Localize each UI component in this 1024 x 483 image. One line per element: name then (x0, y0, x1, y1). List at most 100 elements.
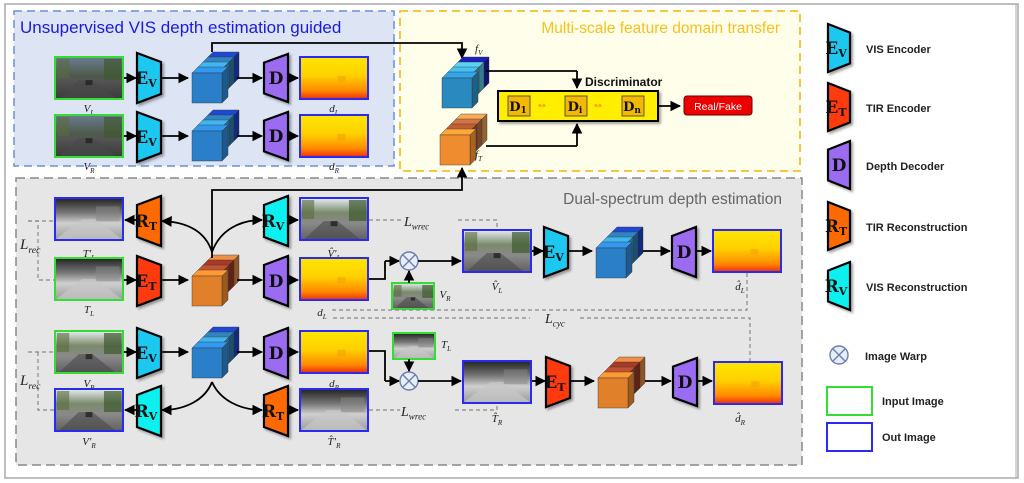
image-v-r-prime-border (54, 388, 124, 432)
decoder-bottom: D (262, 110, 290, 162)
decoder-dual-bottom-label: D (269, 344, 284, 364)
image-t-l-prime (54, 197, 124, 241)
vis-encoder-cycle-shape (542, 225, 570, 279)
image-d-r-2 (299, 330, 369, 374)
real-fake-output: Real/Fake (683, 95, 753, 116)
legend-item-input-image-box-icon (826, 386, 873, 416)
legend-item-tir-reconstruction-icon-shape (826, 200, 852, 252)
vis-guided-title: Unsupervised VIS depth estimation guided (20, 18, 341, 37)
loss-line-rec-b2 (37, 352, 54, 411)
legend-item-vis-reconstruction-icon: RV (825, 260, 852, 312)
image-warp-top (399, 251, 419, 271)
label-d-l-2: dL (317, 307, 327, 321)
image-d-l-border (299, 56, 369, 100)
image-d-r-hat (713, 361, 783, 405)
legend-item-input-image-box-label: Input Image (882, 396, 944, 408)
vis-recon-bottom-shape (135, 384, 163, 438)
loss-line-cyc-top (332, 273, 748, 311)
feature-stack-fv (441, 56, 490, 109)
decoder-dual-bottom: D (262, 326, 290, 380)
legend-item-depth-decoder-icon: D (826, 139, 852, 191)
decoder-mid-top-shape (262, 254, 290, 308)
vis-encoder-dual: EV (135, 326, 163, 380)
legend-item-vis-encoder-label: VIS Encoder (866, 44, 932, 56)
image-warp-bottom (399, 371, 419, 391)
discriminator-dots: •• (538, 100, 546, 112)
image-v-r-2 (54, 330, 124, 374)
image-t-r-hat-prime-border (299, 388, 369, 432)
image-v-r-2-border (54, 330, 124, 374)
tir-recon-top: RT (135, 194, 163, 248)
image-d-l-content (300, 57, 368, 99)
image-t-r-hat-border (462, 360, 532, 404)
vis-recon-bottom: RV (135, 384, 163, 438)
tir-encoder-cycle: ET (544, 355, 572, 409)
arrow-fv-transfer (211, 42, 468, 60)
image-d-l-2-border (299, 257, 369, 301)
decoder-top-label: D (269, 69, 284, 89)
legend-item-out-image-box-icon (826, 422, 873, 452)
image-d-l (299, 56, 369, 100)
image-v-r-small-border (391, 282, 435, 310)
tir-recon-top-shape (135, 194, 163, 248)
decoder-cycle-bottom-label: D (678, 373, 693, 393)
label-f-v: fV (475, 43, 484, 57)
decoder-cycle-top-label: D (677, 243, 692, 263)
label-t-r-hat: T̂R (492, 412, 503, 427)
arrow-feat-rv-bottom (160, 381, 213, 416)
discriminator-title: Discriminator (585, 75, 663, 89)
label-v-r-2: VR (83, 378, 95, 392)
decoder-bottom-shape (262, 110, 290, 162)
arrow-feat-rt (160, 216, 213, 253)
line-dl-warp (369, 261, 386, 280)
image-t-l-small (392, 332, 436, 360)
image-d-r-2-content (300, 331, 368, 373)
image-v-r-prime (54, 388, 124, 432)
legend-item-vis-reconstruction-icon-shape (826, 260, 852, 312)
image-d-r-2-border (299, 330, 369, 374)
vis-encoder-dual-shape (135, 326, 163, 380)
label-v-r-small: VR (439, 289, 451, 303)
vis-encoder-top: EV (135, 51, 163, 105)
loss-line-wrec-b2 (455, 403, 498, 411)
loss-line-rec-top (28, 220, 54, 281)
loss-line-wrec-top2 (458, 219, 498, 229)
line-dr-warp (369, 350, 386, 381)
label-f-t: fT (475, 149, 483, 163)
decoder-dual-bottom-shape (262, 326, 290, 380)
vis-encoder-bottom-shape (135, 110, 163, 164)
legend-item-tir-encoder-icon: ET (825, 81, 852, 133)
arrow-feat-rt-bottom (211, 381, 264, 416)
image-v-l-hat (462, 229, 532, 273)
vis-recon-top: RV (262, 194, 290, 248)
line-ft-transfer (211, 172, 463, 258)
image-t-r-hat (462, 360, 532, 404)
image-v-r-small (391, 282, 435, 310)
legend-item-depth-decoder-icon-label: D (832, 156, 847, 176)
image-t-l-border (54, 257, 124, 301)
image-t-l-small-border (392, 332, 436, 360)
image-t-l-prime-border (54, 197, 124, 241)
image-v-l-hat-border (462, 229, 532, 273)
decoder-bottom-label: D (269, 127, 284, 147)
label-d-l: dL (329, 103, 339, 117)
tir-encoder-top-shape (135, 254, 163, 308)
image-d-l-hat-content (713, 230, 781, 272)
arrow-feat-rv (211, 214, 264, 253)
image-d-r (299, 114, 369, 158)
decoder-cycle-top-shape (670, 225, 698, 279)
tir-recon-bottom: RT (262, 384, 290, 438)
legend-item-vis-reconstruction-label: VIS Reconstruction (866, 282, 968, 294)
feature-stack-ft (439, 113, 488, 166)
feature-stack-vis-dual (191, 326, 240, 379)
label-d-r: dR (329, 161, 340, 175)
vis-recon-top-shape (262, 194, 290, 248)
feature-stack-vis-top (191, 51, 240, 104)
decoder-top: D (262, 52, 290, 104)
feature-stack-tir-top (191, 254, 240, 307)
legend-item-tir-encoder-icon-shape (826, 81, 852, 133)
feature-stack-vis-bottom (191, 109, 240, 162)
image-v-r (54, 114, 124, 158)
image-v-l (54, 56, 124, 100)
